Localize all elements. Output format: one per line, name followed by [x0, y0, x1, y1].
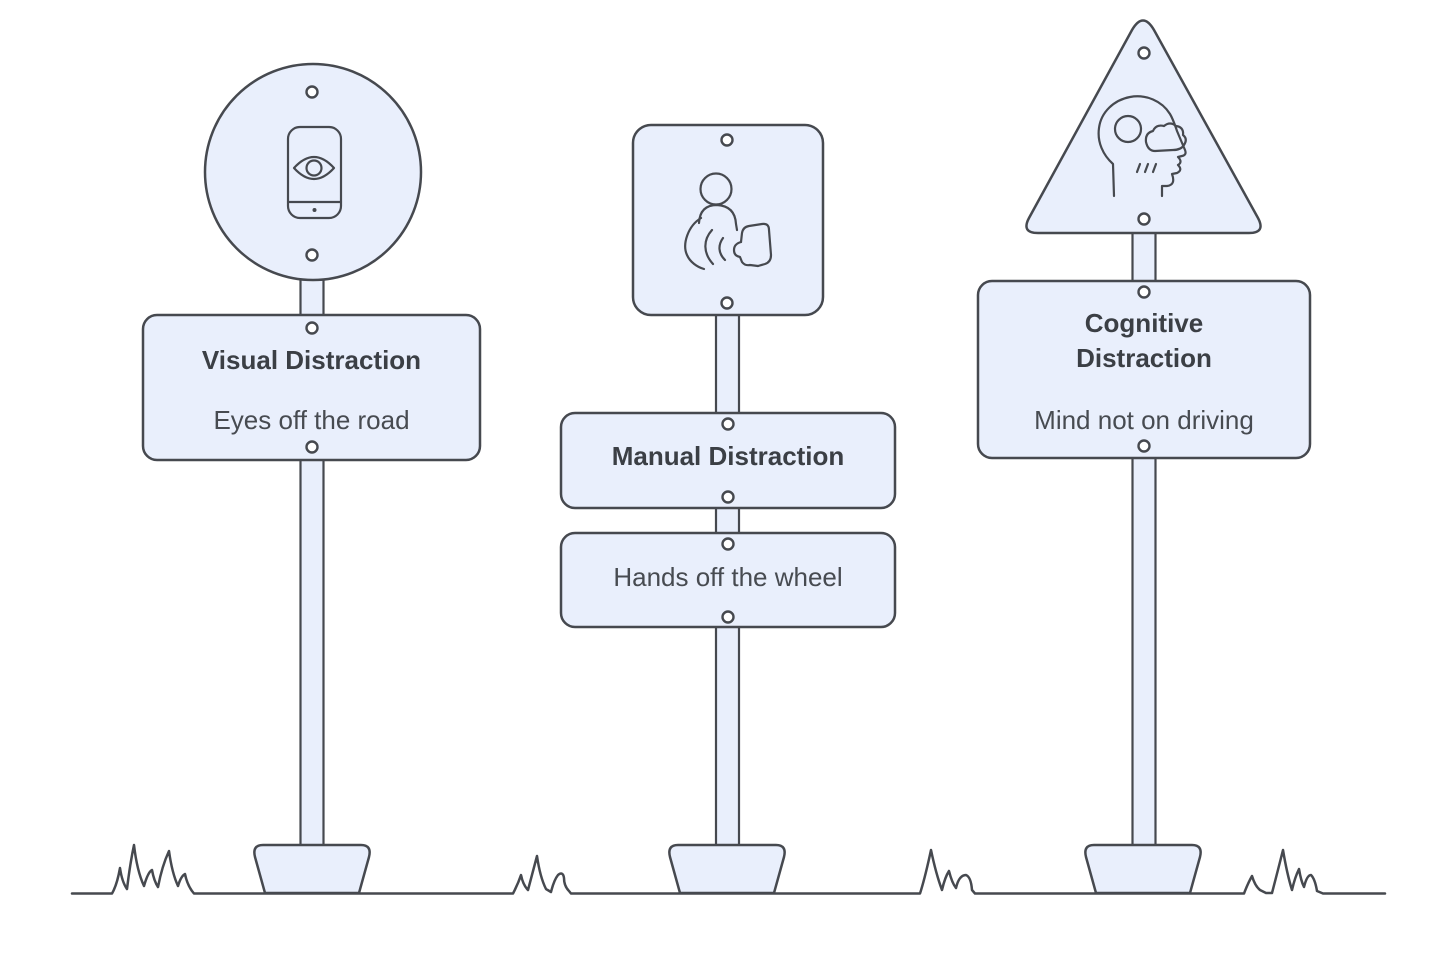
visual-sign-base	[253, 843, 371, 895]
bolt	[305, 321, 319, 335]
manual-distraction-sign	[559, 123, 897, 895]
visual-distraction-sign	[141, 62, 482, 895]
visual-sign-title: Visual Distraction	[201, 345, 422, 375]
manual-sign-square-face	[631, 123, 825, 317]
manual-sign-subtitle: Hands off the wheel	[613, 562, 843, 592]
bolt	[721, 490, 735, 504]
phone-with-eye-icon	[286, 125, 343, 220]
cognitive-sign-triangle-face	[1025, 19, 1262, 235]
manual-sign-base	[668, 843, 786, 895]
cognitive-label-board	[976, 279, 1312, 460]
visual-label-board	[141, 313, 482, 462]
cognitive-sign-title: Cognitive Distraction	[1076, 308, 1212, 373]
visual-sign-circle-face	[203, 62, 423, 282]
person-holding-phone-icon	[684, 172, 773, 271]
bolt	[305, 248, 319, 262]
manual-title-board	[559, 411, 897, 510]
bolt	[305, 440, 319, 454]
bolt	[1137, 212, 1151, 226]
bolt	[721, 610, 735, 624]
bolt	[720, 133, 734, 147]
cognitive-distraction-sign	[976, 19, 1312, 895]
bolt	[720, 296, 734, 310]
head-with-fog-rain-icon	[1097, 95, 1187, 198]
bolt	[1137, 439, 1151, 453]
bolt	[1137, 285, 1151, 299]
cognitive-sign-base	[1084, 843, 1202, 895]
bolt	[1137, 46, 1151, 60]
bolt	[721, 537, 735, 551]
manual-subtitle-board	[559, 531, 897, 629]
ground-line-with-grass	[70, 843, 1387, 895]
bolt	[721, 417, 735, 431]
bolt	[305, 85, 319, 99]
cognitive-sign-subtitle: Mind not on driving	[1034, 405, 1254, 435]
visual-sign-subtitle: Eyes off the road	[213, 405, 410, 435]
manual-sign-title: Manual Distraction	[611, 441, 845, 471]
